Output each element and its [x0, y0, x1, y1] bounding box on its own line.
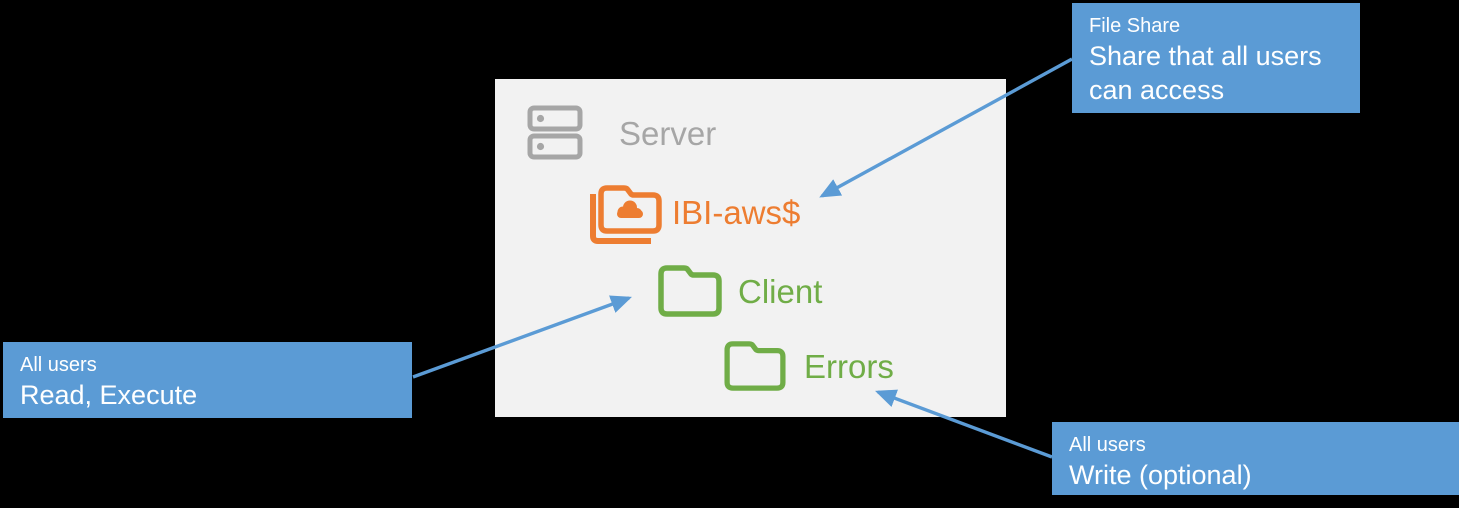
- server-icon: [527, 105, 583, 160]
- folder-icon: [724, 341, 786, 391]
- client-folder-label: Client: [738, 272, 823, 310]
- server-panel: Server IBI-aws$ Client: [495, 79, 1006, 417]
- callout-file-share-title: File Share: [1089, 15, 1181, 37]
- shared-cloud-folder-icon: [590, 185, 662, 244]
- callout-errors-permissions-body: Write (optional): [1069, 460, 1252, 490]
- file-share-item: IBI-aws$: [590, 180, 800, 244]
- callout-errors-permissions-title: All users: [1069, 434, 1146, 456]
- file-share-label: IBI-aws$: [672, 193, 801, 231]
- errors-folder-label: Errors: [804, 347, 894, 385]
- callout-client-permissions-title: All users: [20, 354, 97, 376]
- cloud-glyph: [617, 200, 643, 218]
- callout-client-permissions-body: Read, Execute: [20, 380, 198, 410]
- callout-file-share-body: Share that all users can access: [1089, 41, 1322, 105]
- callout-errors-permissions: All users Write (optional): [1052, 422, 1459, 495]
- callout-file-share: File Share Share that all users can acce…: [1072, 3, 1360, 113]
- server-item: Server: [527, 105, 716, 161]
- folder-icon: [658, 265, 722, 317]
- callout-client-permissions: All users Read, Execute: [3, 342, 412, 418]
- client-folder-item: Client: [658, 265, 822, 317]
- server-label: Server: [619, 114, 717, 152]
- errors-folder-item: Errors: [723, 341, 894, 391]
